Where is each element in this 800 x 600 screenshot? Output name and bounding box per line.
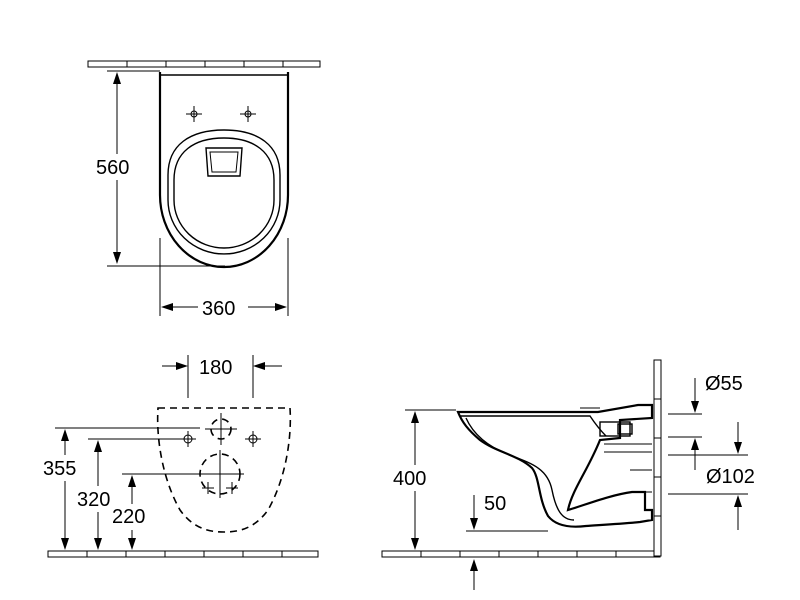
dimension-360-label: 360 [202,298,235,320]
dimension-180 [162,355,282,398]
top-view: 560 360 [87,60,321,320]
top-view-bowl-outline [158,72,290,269]
dimension-diameter-102 [668,422,748,530]
dimension-50-label: 50 [484,493,506,515]
top-view-wall [87,60,321,68]
side-view: 400 50 Ø55 Ø102 [381,359,755,590]
dimension-560-label: 560 [96,157,129,179]
dimension-355 [55,427,200,550]
front-view-outlet [196,450,244,498]
dimension-diameter-55-label: Ø55 [705,373,743,395]
front-view-fixing-points [180,431,261,447]
dimension-diameter-102-label: Ø102 [706,466,755,488]
top-view-seat-rim [167,129,281,255]
dimension-320-label: 320 [77,489,110,511]
front-view-bowl-outline [156,407,292,533]
front-view-floor [47,550,319,558]
dimension-355-label: 355 [43,458,76,480]
dimension-220-label: 220 [112,506,145,528]
side-view-wall [653,359,662,557]
side-view-connections [580,407,652,493]
top-view-fixing-crosses [186,106,256,122]
front-view: 180 355 320 220 [42,355,319,558]
dimension-180-label: 180 [199,357,232,379]
dimension-400-label: 400 [393,468,426,490]
front-view-inlet [205,413,237,445]
side-view-floor [381,550,661,558]
dimension-360 [159,238,289,316]
dimension-560 [107,70,225,267]
dimension-50 [466,495,548,590]
top-view-flush-opening [205,147,243,177]
dimension-diameter-55 [668,378,702,470]
